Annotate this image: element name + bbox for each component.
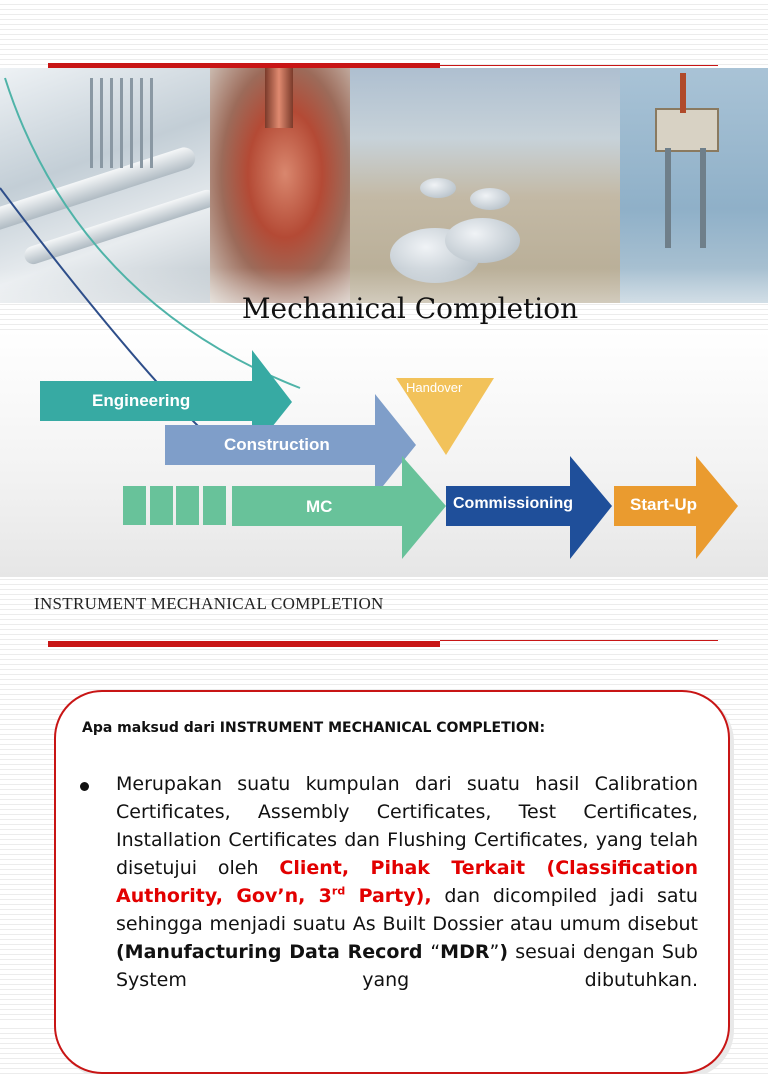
mc-arrow [232,456,446,559]
bold-paren: ) [499,941,508,963]
definition-text: Merupakan suatu kumpulan dari suatu hasi… [116,770,698,994]
header-photo-collage [0,68,768,303]
bold-mdr-phrase: (Manufacturing Data Record [116,941,431,963]
quote-open: “ [430,941,441,963]
rig-deck [655,108,719,152]
top-accent-rule [48,63,440,68]
rig-leg [700,148,706,248]
mc-block [203,486,226,525]
valve-photo [210,68,360,303]
commissioning-arrow [446,456,612,559]
photo-fade [0,268,768,303]
plant-site-photo [350,68,630,303]
text-segment: Merupakan suatu kumpulan dari suatu hasi… [116,773,698,879]
engineering-label: Engineering [92,391,191,410]
slide-title: Mechanical Completion [241,292,579,325]
teal-curve [4,77,301,389]
startup-arrow [614,456,738,559]
storage-tank [420,178,456,198]
refinery-tower [90,78,160,168]
construction-label: Construction [224,435,330,454]
top-thin-rule [440,65,718,66]
text-segment: dan dicompiled jadi satu sehingga menjad… [116,885,698,935]
definition-box [54,690,730,1074]
quote-close: ” [489,941,500,963]
process-flow-diagram [40,350,738,559]
engineering-arrow [40,350,292,452]
storage-tank [445,218,520,263]
handover-triangle [396,378,494,455]
refinery-photo [0,68,218,303]
rig-derrick [680,73,686,113]
slide2-accent-rule [48,641,440,647]
valve-stem [265,68,293,128]
slide2-heading: INSTRUMENT MECHANICAL COMPLETION [34,594,384,613]
bullet-icon [80,782,89,791]
startup-label: Start-Up [630,495,698,514]
slide-divider [0,577,768,579]
mc-label: MC [306,497,333,516]
handover-label: Handover [406,380,463,395]
mc-block [150,486,173,525]
mc-block [123,486,146,525]
offshore-rig-photo [620,68,768,303]
definition-question: Apa maksud dari INSTRUMENT MECHANICAL CO… [82,720,546,736]
bold-mdr: MDR [440,941,490,963]
mc-block [176,486,199,525]
rig-leg [665,148,671,248]
text-segment: sesuai dengan Sub System yang dibutuhkan… [116,941,698,991]
highlight-parties: Client, Pihak Terkait (Classification Au… [116,857,698,907]
highlight-party: Party), [345,885,432,907]
storage-tank [470,188,510,210]
superscript-rd: rd [331,884,346,898]
construction-arrow [165,394,416,496]
commissioning-label: Commissioning [453,495,574,512]
slide-mechanical-completion: Mechanical Completion Engineering Constr… [0,63,768,578]
slide2-thin-rule [440,640,718,641]
